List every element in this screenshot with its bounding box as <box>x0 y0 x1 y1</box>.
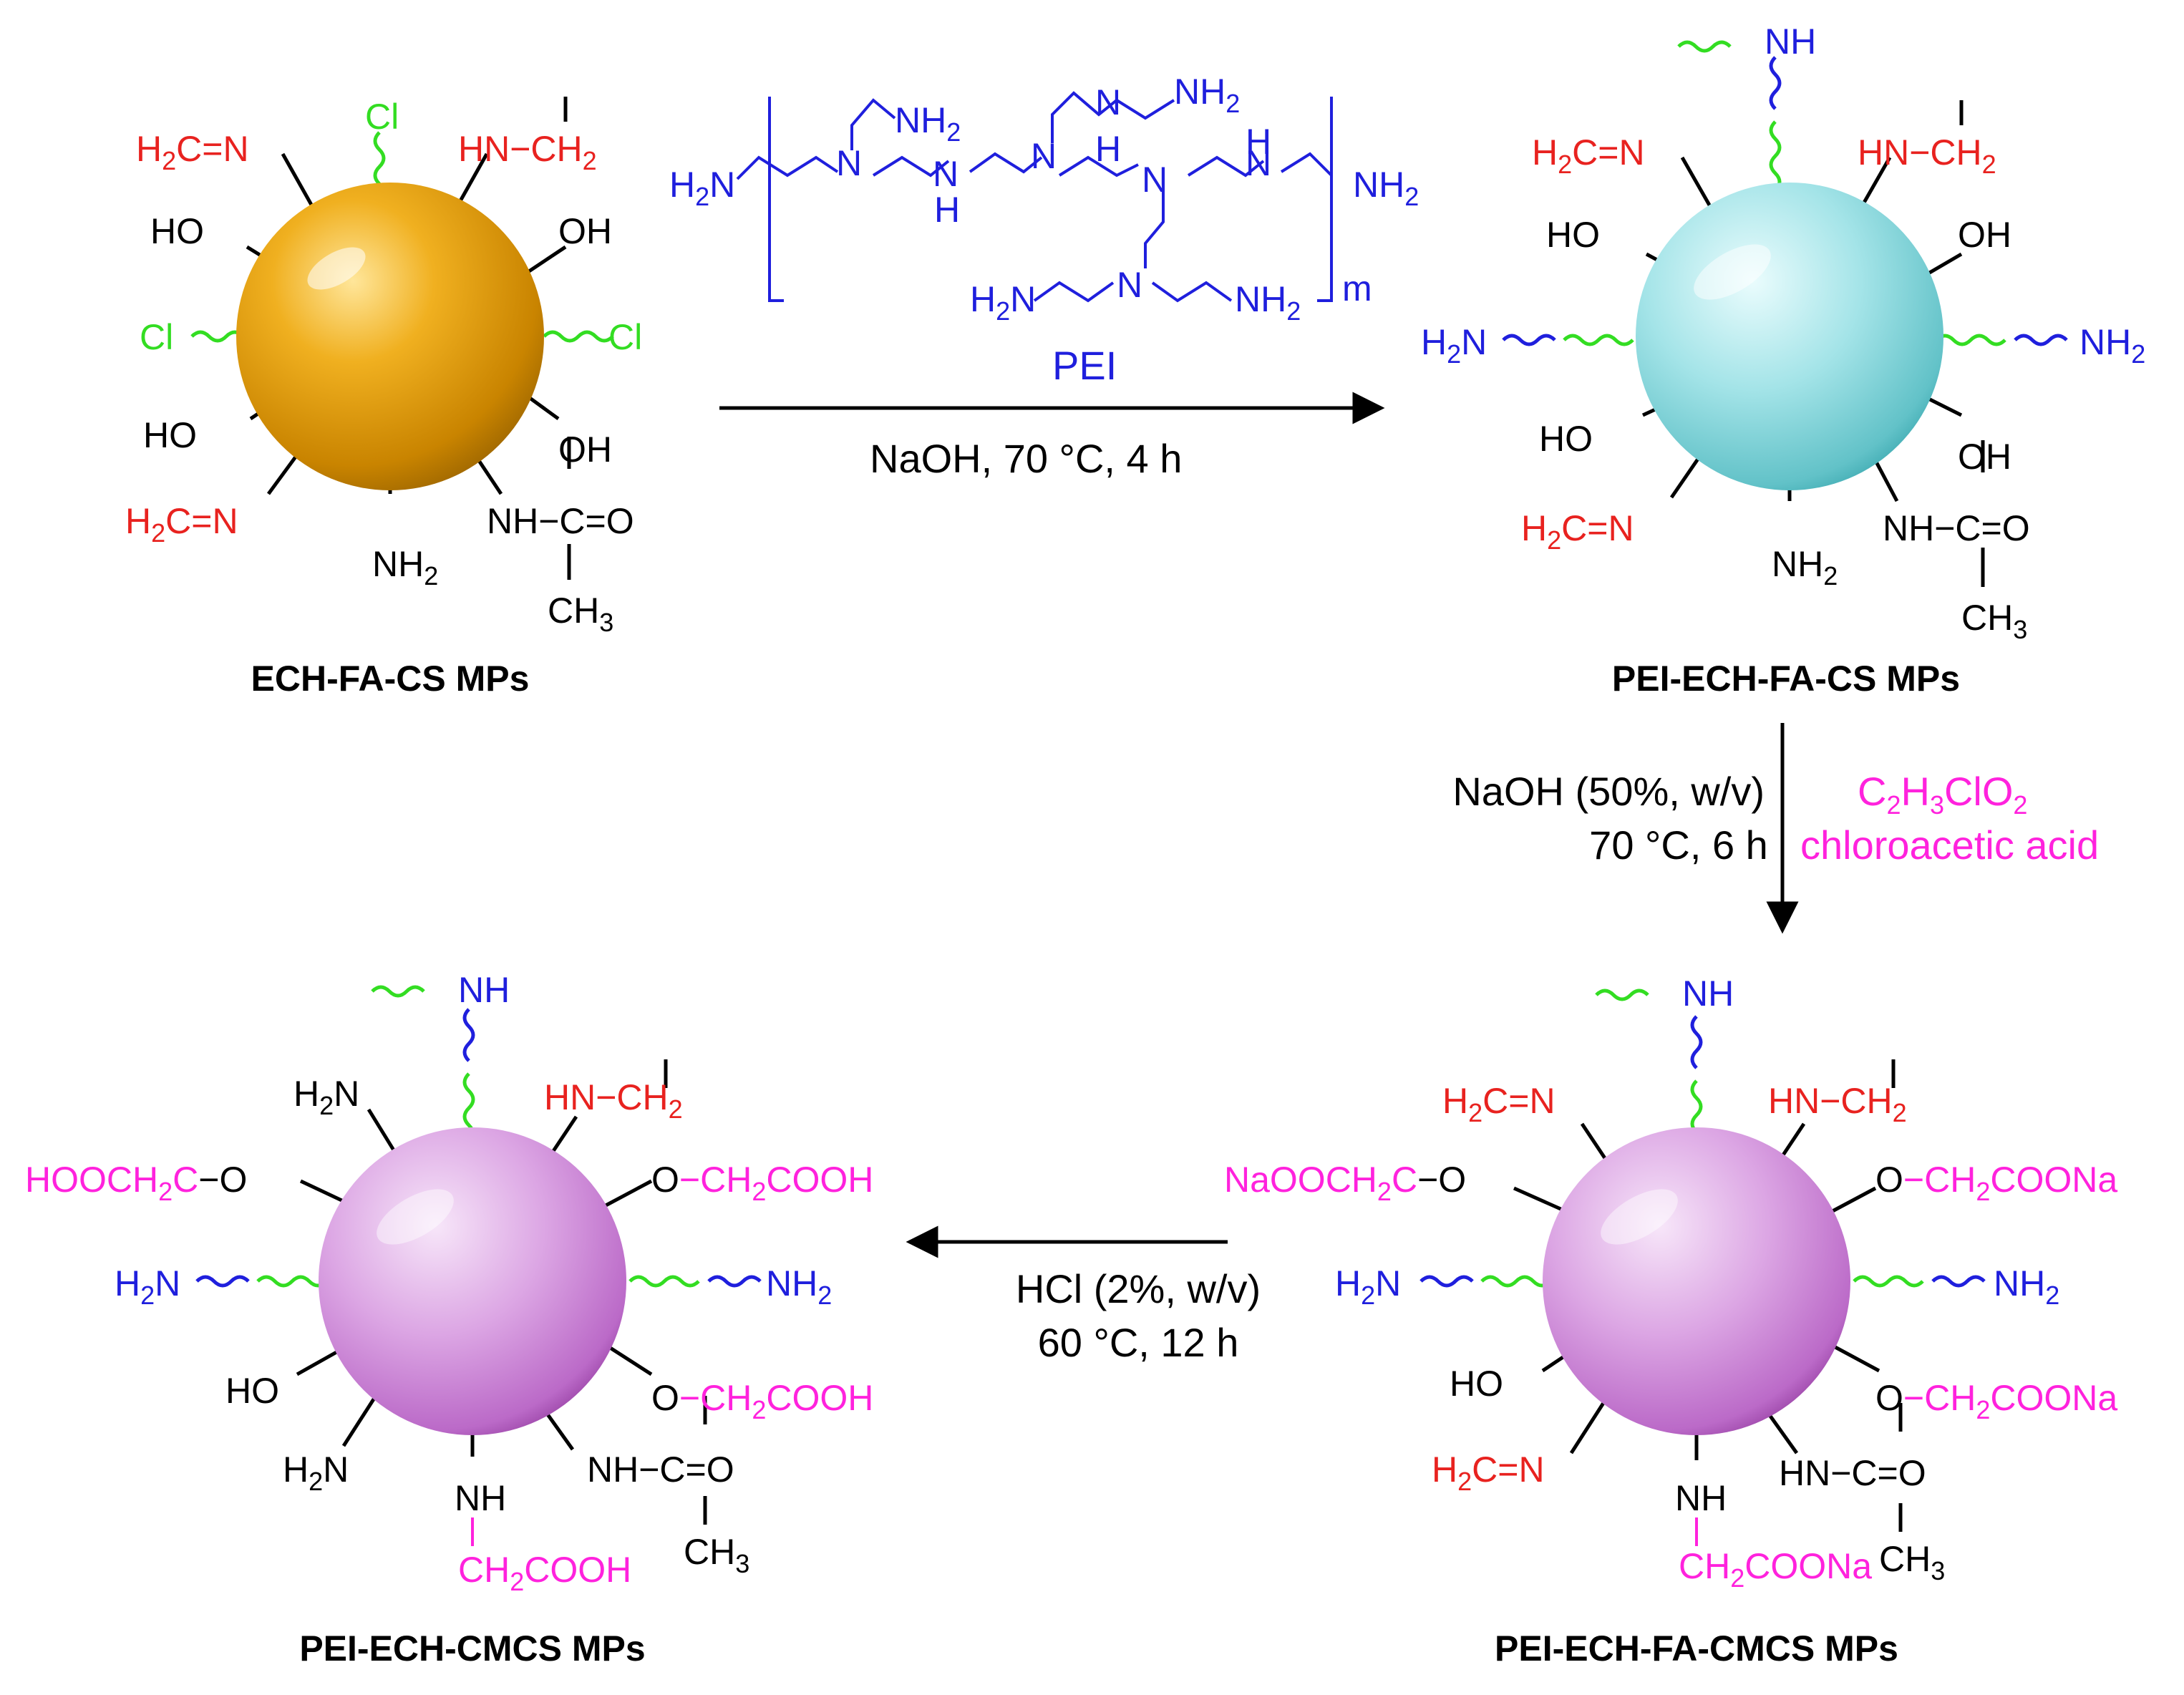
pei-nh3: N <box>1246 143 1271 183</box>
p3-title: PEI-ECH-FA-CMCS MPs <box>1495 1628 1898 1669</box>
p2-h2c-n-bottom: H2C=N <box>1521 508 1634 555</box>
p3-hn-co: HN−C=O <box>1779 1453 1926 1493</box>
p1-h2c-n-bottom: H2C=N <box>125 501 238 548</box>
particle-pei-ech-fa-cmcs: NH H2C=N HN−CH2 NaOOCH2C−O O−CH2COONa H2… <box>1224 973 2117 1669</box>
p1-cl-right: Cl <box>608 317 642 357</box>
p1-nh-co: NH−C=O <box>487 501 634 541</box>
p3-o-coona-right: O−CH2COONa <box>1875 1160 2117 1206</box>
p2-nh-top: NH <box>1765 21 1816 62</box>
p2-oh-right2: OH <box>1958 437 2011 477</box>
pei-name: PEI <box>1052 343 1117 388</box>
p3-h2c-n-top: H2C=N <box>1442 1081 1556 1127</box>
p3-ho-left: HO <box>1450 1364 1503 1404</box>
p3-nh-bottom: NH <box>1675 1478 1727 1518</box>
p4-h2n-top: H2N <box>293 1074 359 1120</box>
pei-nh2-branch2: NH2 <box>1174 72 1240 118</box>
step2-reagent-formula: C2H3ClO2 <box>1858 769 2027 820</box>
p2-title: PEI-ECH-FA-CS MPs <box>1612 659 1960 699</box>
p1-hn-ch2: HN−CH2 <box>458 129 597 175</box>
p1-oh-right2: OH <box>558 429 612 470</box>
step2: NaOH (50%, w/v) 70 °C, 6 h C2H3ClO2 chlo… <box>1452 723 2099 934</box>
p4-hooc-left: HOOCH2C−O <box>25 1160 247 1206</box>
p3-o-coona-right2: O−CH2COONa <box>1875 1378 2117 1424</box>
pei-h2: H <box>1095 129 1121 169</box>
p4-nh-top: NH <box>458 970 510 1010</box>
p1-nh2-bottom: NH2 <box>372 544 438 591</box>
pei-repeat-m: m <box>1342 268 1372 309</box>
p2-oh-right: OH <box>1958 215 2011 255</box>
step2-conditions-line2: 70 °C, 6 h <box>1589 822 1768 868</box>
step2-reagent-name: chloroacetic acid <box>1800 822 2099 868</box>
p4-nh2-right: NH2 <box>766 1263 832 1310</box>
p2-h2c-n-top: H2C=N <box>1532 132 1645 179</box>
particle-pei-ech-fa-cs: NH H2C=N HN−CH2 HO OH H2N NH2 HO OH H2C=… <box>1421 21 2145 699</box>
pei-h3: H <box>1246 122 1271 162</box>
particle-ech-fa-cs: H2C=N Cl HN−CH2 HO OH Cl Cl HO OH H2C=N … <box>125 97 642 699</box>
p3-ch2coona: CH2COONa <box>1679 1546 1872 1593</box>
p1-oh-right: OH <box>558 211 612 251</box>
p3-h2c-n-bottom: H2C=N <box>1432 1449 1545 1496</box>
p4-title: PEI-ECH-CMCS MPs <box>299 1628 645 1669</box>
p4-ch2cooh: CH2COOH <box>458 1550 631 1596</box>
p3-h2n-left: H2N <box>1335 1263 1401 1310</box>
p4-h2n-bottom-left: H2N <box>283 1449 349 1496</box>
p3-hn-ch2: HN−CH2 <box>1768 1081 1907 1127</box>
p4-nh-co: NH−C=O <box>587 1449 734 1490</box>
pei-nh2-branch1: NH2 <box>895 100 961 147</box>
pei-nh1: N <box>933 154 958 194</box>
step3-conditions-line2: 60 °C, 12 h <box>1038 1320 1239 1365</box>
p4-ch3: CH3 <box>684 1532 749 1578</box>
p1-ch3: CH3 <box>548 591 613 637</box>
pei-structure: H2N N NH2 N H N N NH2 H N H N NH2 H2N N … <box>669 72 1419 388</box>
pei-h1: H <box>934 190 960 230</box>
p1-title: ECH-FA-CS MPs <box>251 659 530 699</box>
p3-ch3: CH3 <box>1879 1539 1945 1585</box>
pei-n3: N <box>1142 160 1168 200</box>
p2-ho-left: HO <box>1546 215 1600 255</box>
step1-conditions: NaOH, 70 °C, 4 h <box>870 436 1182 481</box>
p4-o-cooh-right: O−CH2COOH <box>651 1160 873 1206</box>
pei-n1: N <box>836 143 862 183</box>
p4-o-cooh-right2: O−CH2COOH <box>651 1378 873 1424</box>
p3-nh2-right: NH2 <box>1994 1263 2059 1310</box>
step3: HCl (2%, w/v) 60 °C, 12 h <box>906 1225 1261 1365</box>
p2-nh-co: NH−C=O <box>1883 508 2030 548</box>
p1-h2c-n-top: H2C=N <box>136 129 249 175</box>
step2-conditions-line1: NaOH (50%, w/v) <box>1452 769 1765 814</box>
p2-ho-left2: HO <box>1539 419 1593 459</box>
ech-fa-cs-sphere <box>236 183 544 490</box>
pei-ech-fa-cs-sphere <box>1636 183 1943 490</box>
particle-pei-ech-cmcs: NH H2N HN−CH2 HOOCH2C−O O−CH2COOH H2N NH… <box>25 970 873 1669</box>
pei-h2n-start: H2N <box>669 165 735 211</box>
step3-conditions-line1: HCl (2%, w/v) <box>1016 1266 1261 1311</box>
p3-nh-top: NH <box>1682 973 1734 1014</box>
p1-ho-left2: HO <box>143 415 197 455</box>
p4-nh-bottom: NH <box>455 1478 506 1518</box>
p1-ho-left: HO <box>150 211 204 251</box>
p4-ho-left: HO <box>225 1371 279 1411</box>
pei-n-lower: N <box>1117 265 1142 305</box>
p3-naooc-left: NaOOCH2C−O <box>1224 1160 1466 1206</box>
p2-nh2-right: NH2 <box>2079 322 2145 369</box>
pei-ech-fa-cmcs-sphere <box>1543 1127 1850 1435</box>
p1-cl-left: Cl <box>140 317 173 357</box>
p4-h2n-left: H2N <box>115 1263 180 1310</box>
p2-nh2-bottom: NH2 <box>1772 544 1838 591</box>
pei-h2n-lower: H2N <box>970 279 1036 326</box>
p2-hn-ch2: HN−CH2 <box>1858 132 1996 179</box>
pei-nh2-lower: NH2 <box>1235 279 1301 326</box>
pei-ech-cmcs-sphere <box>319 1127 626 1435</box>
pei-n-mid: N <box>1095 82 1121 122</box>
pei-nh2-end: NH2 <box>1353 165 1419 211</box>
step1: NaOH, 70 °C, 4 h <box>719 392 1385 481</box>
p2-ch3: CH3 <box>1961 598 2027 644</box>
pei-n2: N <box>1031 136 1057 176</box>
p4-hn-ch2: HN−CH2 <box>544 1077 683 1124</box>
p1-cl-top: Cl <box>365 97 399 137</box>
p2-h2n-left: H2N <box>1421 322 1487 369</box>
